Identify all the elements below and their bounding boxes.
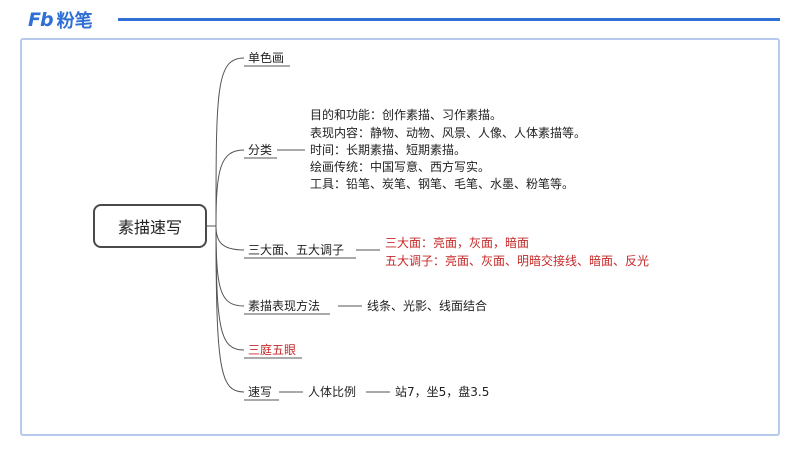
header-bar (118, 18, 780, 21)
connector-branch-6 (215, 225, 245, 393)
classification-detail: 工具：铅笔、炭笔、钢笔、毛笔、水墨、粉笔等。 (310, 177, 575, 191)
connector-branch-4 (215, 225, 245, 307)
sketch-detail-ratios: 站7，坐5，盘3.5 (395, 385, 490, 399)
planes-detail: 三大面：亮面，灰面，暗面 (385, 236, 530, 250)
branch-planes-tones: 三大面、五大调子 (248, 243, 345, 257)
connector-branch-1 (215, 57, 245, 227)
methods-detail: 线条、光影、线面结合 (367, 299, 488, 313)
classification-detail: 表现内容：静物、动物、风景、人像、人体素描等。 (310, 126, 587, 140)
classification-detail: 绘画传统：中国写意、西方写实。 (310, 160, 491, 174)
connector-branch-3 (215, 225, 245, 251)
branch-classification: 分类 (248, 143, 273, 157)
classification-detail: 时间：长期素描、短期素描。 (310, 143, 467, 157)
tones-detail: 五大调子：亮面、灰面、明暗交接线、暗面、反光 (385, 254, 650, 268)
branch-quick-sketch: 速写 (248, 385, 273, 399)
brand-logo-mark: Fb (28, 9, 54, 31)
branch-face-proportion: 三庭五眼 (248, 343, 297, 357)
sketch-detail-body-ratio: 人体比例 (308, 385, 357, 399)
branch-methods: 素描表现方法 (248, 299, 321, 313)
brand-name: 粉笔 (56, 11, 93, 32)
central-topic: 素描速写 (93, 204, 207, 248)
brand-logo: Fb 粉笔 (28, 8, 93, 32)
connector-branch-2 (215, 149, 245, 227)
branch-monochrome: 单色画 (248, 51, 285, 65)
classification-detail: 目的和功能：创作素描、习作素描。 (310, 108, 503, 122)
